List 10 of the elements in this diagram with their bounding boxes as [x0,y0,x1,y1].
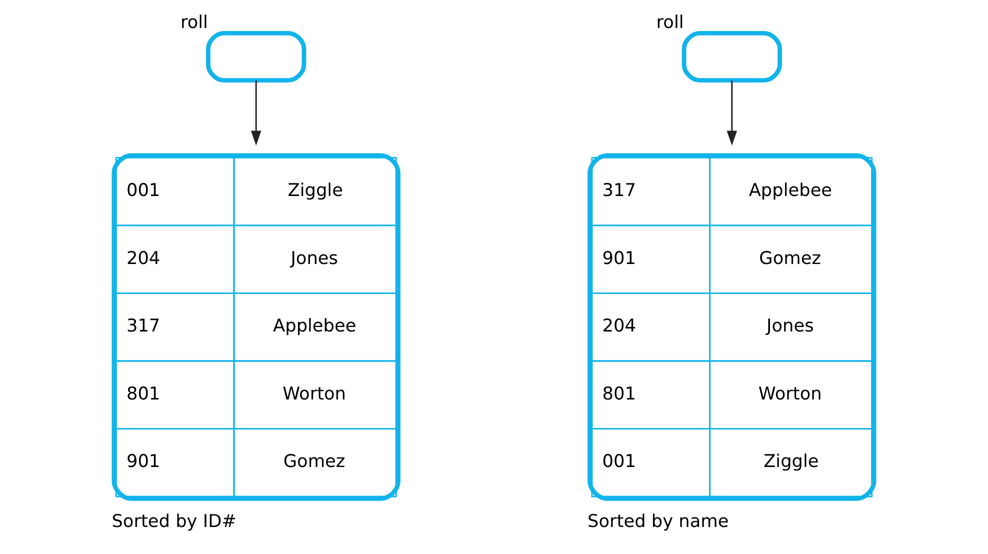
node-label: Sorted by ID# [112,512,236,532]
node-box [206,31,306,83]
node-box: 317 Applebee 901 Gomez 204 Jones 801 Worton 001 Ziggle [588,153,876,501]
node-box [682,31,782,83]
node-label: Sorted by name [588,512,729,532]
node-box: 001 Ziggle 204 Jones 317 Applebee 801 Worton 901 Gomez [112,153,400,501]
node-label: roll [180,13,208,34]
node-label: roll [656,13,684,34]
arrow [250,80,262,146]
arrow [726,80,738,146]
